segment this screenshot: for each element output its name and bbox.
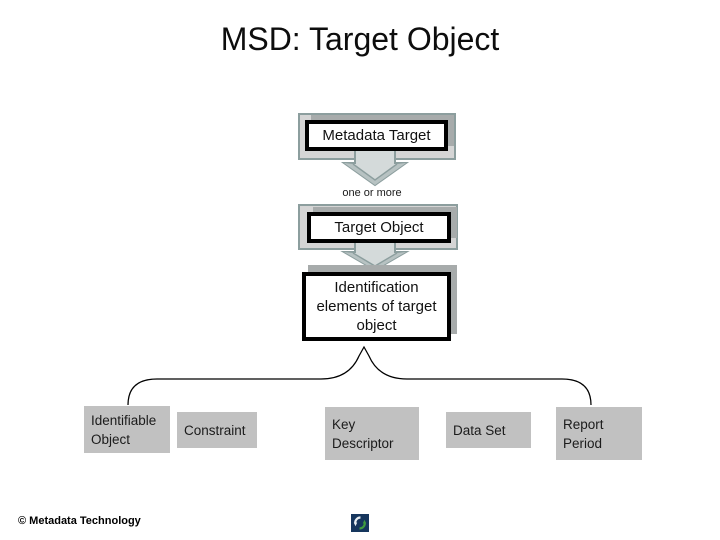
child-box-label: Key Descriptor	[332, 416, 394, 451]
child-box-label: Data Set	[453, 422, 506, 438]
footer-copyright: © Metadata Technology	[18, 515, 141, 527]
child-box-constraint: Constraint	[177, 412, 257, 448]
slide-title: MSD: Target Object	[220, 21, 500, 57]
sync-arrows-icon	[351, 514, 369, 532]
one-or-more-label: one or more	[342, 187, 402, 199]
curly-brace-icon	[127, 345, 592, 406]
identification-elements-box: Identification elements of target object	[302, 272, 451, 341]
target-object-box: Target Object	[307, 212, 451, 243]
metadata-target-label: Metadata Target	[322, 127, 431, 144]
child-box-key-descriptor: Key Descriptor	[325, 407, 419, 460]
child-box-identifiable-object: Identifiable Object	[84, 406, 170, 453]
identification-elements-label: Identification elements of target object	[316, 279, 437, 334]
child-box-report-period: Report Period	[556, 407, 642, 460]
child-box-data-set: Data Set	[446, 412, 531, 448]
metadata-target-box: Metadata Target	[305, 120, 448, 151]
child-box-label: Report Period	[563, 416, 604, 451]
child-box-label: Identifiable Object	[91, 412, 157, 447]
child-box-label: Constraint	[184, 422, 246, 438]
target-object-label: Target Object	[334, 219, 424, 236]
